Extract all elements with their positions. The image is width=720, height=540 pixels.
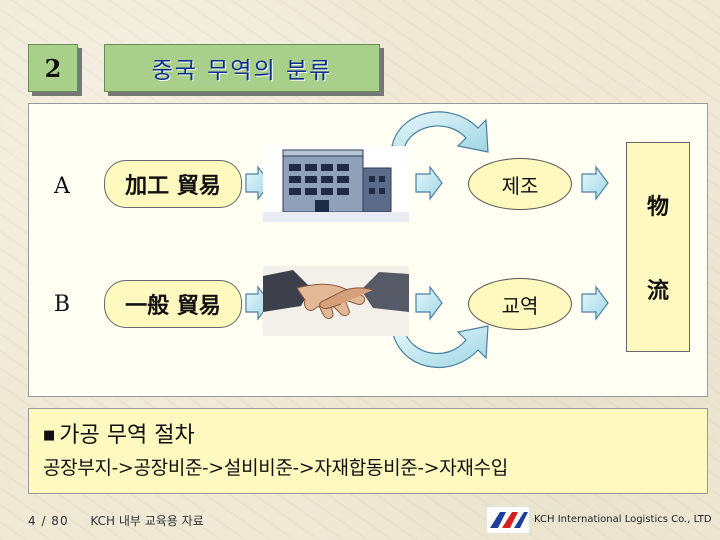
page-title: 중국 무역의 분류 <box>151 58 333 84</box>
block-arrow-icon <box>415 285 443 321</box>
section-number-badge: 2 <box>28 44 78 92</box>
factory-building-icon <box>263 149 409 222</box>
diagram-arrows <box>245 111 609 368</box>
block-arrow-icon <box>581 285 609 321</box>
title-box: 중국 무역의 분류 <box>104 44 380 92</box>
factory-image <box>263 146 409 222</box>
footer-note: KCH 내부 교육용 자료 <box>90 514 204 528</box>
row-a-label-pill: 加工 貿易 <box>104 160 242 208</box>
logistics-char-2: 流 <box>646 279 669 304</box>
handshake-image <box>263 266 409 336</box>
square-bullet-icon: ■ <box>43 428 56 443</box>
block-arrow-icon <box>581 165 609 201</box>
logistics-char-1: 物 <box>646 195 669 220</box>
row-b-label: 一般 貿易 <box>125 294 221 319</box>
page-number: 4 / 80 <box>28 514 69 528</box>
row-b-label-pill: 一般 貿易 <box>104 280 242 328</box>
curved-arrow-icon <box>391 325 489 368</box>
curved-arrow-icon <box>391 111 489 153</box>
kch-logo <box>485 505 531 535</box>
row-a-letter: A <box>54 174 70 199</box>
result-trade: 교역 <box>501 293 539 318</box>
footer-left: 4 / 80 KCH 내부 교육용 자료 <box>28 512 204 529</box>
result-oval-manufacturing: 제조 <box>468 158 572 210</box>
row-b-letter: B <box>53 292 71 317</box>
result-oval-trade: 교역 <box>468 278 572 330</box>
logistics-box: 物 流 <box>626 142 690 352</box>
process-title: ■가공 무역 절차 <box>43 417 195 449</box>
process-box: ■가공 무역 절차 공장부지->공장비준->설비비준->자재합동비준->자재수입 <box>28 408 708 494</box>
process-steps: 공장부지->공장비준->설비비준->자재합동비준->자재수입 <box>43 457 508 479</box>
row-a-label: 加工 貿易 <box>125 174 221 199</box>
footer-company: KCH International Logistics Co., LTD <box>534 514 712 525</box>
handshake-icon <box>263 270 409 319</box>
result-manufacturing: 제조 <box>501 173 539 198</box>
block-arrow-icon <box>415 165 443 201</box>
process-title-text: 가공 무역 절차 <box>59 423 195 448</box>
section-number: 2 <box>44 53 62 83</box>
